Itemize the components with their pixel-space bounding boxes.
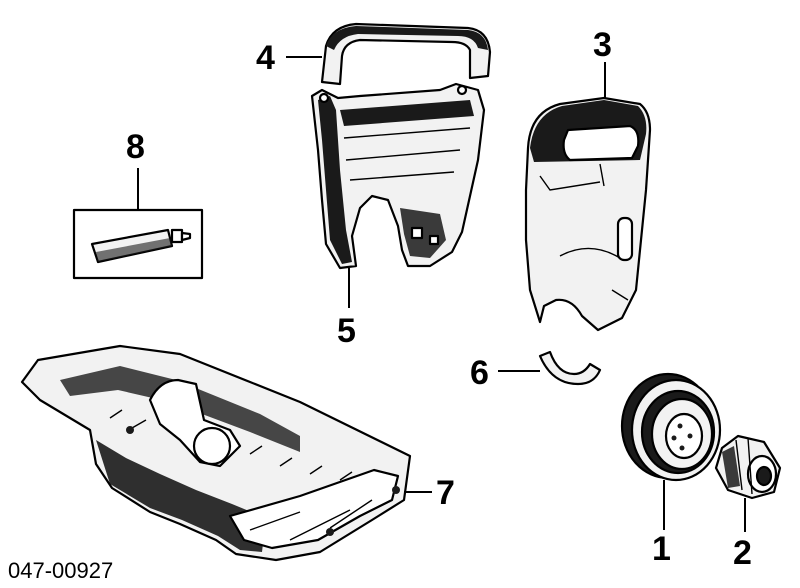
oil-pan [20,344,412,562]
callout-7: 7 [436,474,455,512]
pulley-bolt [714,434,782,500]
callout-1: 1 [652,530,671,568]
callout-2: 2 [733,534,752,572]
callout-4: 4 [256,39,275,77]
callout-6: 6 [470,354,489,392]
outer-timing-cover [524,96,652,332]
crankshaft-pulley [620,372,722,482]
callout-5: 5 [337,312,356,350]
sealant-tube [72,208,204,280]
drawing-code: 047-00927 [8,558,113,583]
callout-3: 3 [593,26,612,64]
callout-8: 8 [126,128,145,166]
cover-seal [538,350,602,386]
upper-cover-gasket [320,22,492,86]
inner-timing-cover [310,82,486,270]
